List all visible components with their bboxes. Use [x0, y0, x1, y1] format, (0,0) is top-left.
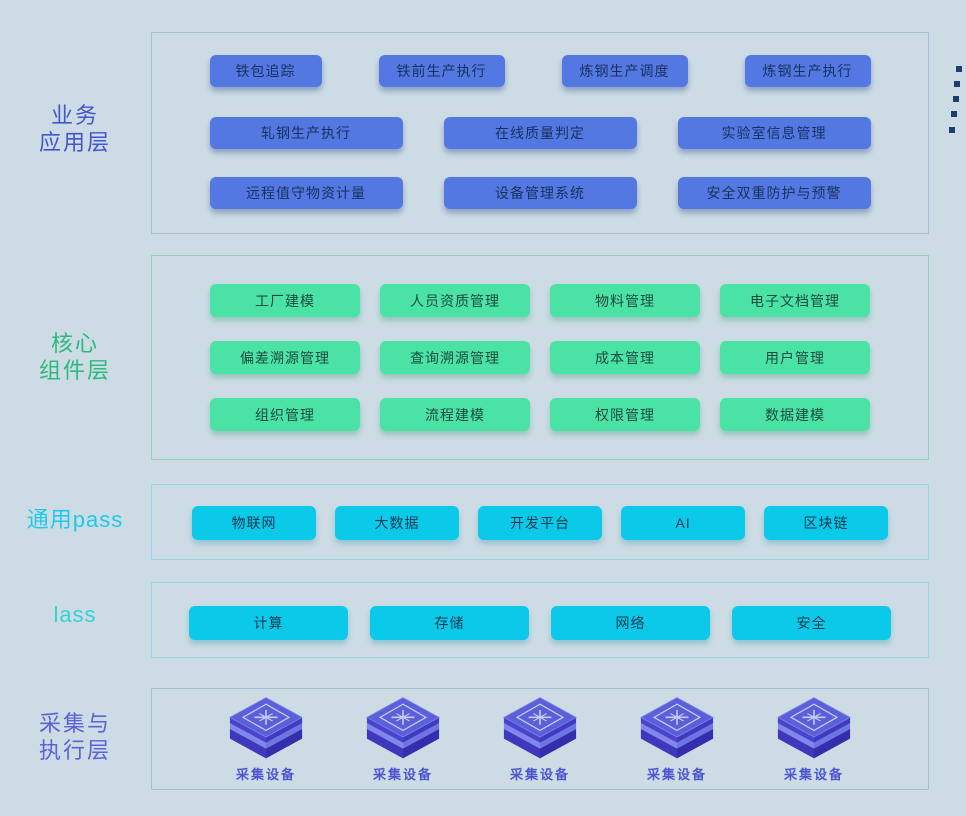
paas-service-button[interactable]: AI: [621, 506, 745, 540]
collect-layer-box: 采集设备 采集设备 采集设备 采集设备 采集设备: [151, 688, 929, 790]
core-component-button[interactable]: 权限管理: [550, 398, 700, 431]
core-component-button[interactable]: 查询溯源管理: [380, 341, 530, 374]
label-iaas-layer: lass: [0, 601, 150, 628]
label-business-layer: 业务 应用层: [0, 102, 150, 156]
business-row: 轧钢生产执行 在线质量判定 实验室信息管理: [152, 117, 928, 149]
paas-service-button[interactable]: 区块链: [764, 506, 888, 540]
label-line: 业务: [50, 103, 99, 128]
label-collect-layer: 采集与 执行层: [0, 710, 150, 764]
edge-dot: [949, 127, 955, 133]
business-app-button[interactable]: 炼钢生产调度: [561, 55, 688, 87]
label-line: lass: [53, 602, 97, 627]
iaas-resource-button[interactable]: 存储: [370, 606, 529, 640]
edge-dot: [954, 81, 960, 87]
label-core-layer: 核心 组件层: [0, 330, 150, 384]
paas-service-button[interactable]: 物联网: [192, 506, 316, 540]
device-label: 采集设备: [372, 767, 433, 782]
label-line: 组件层: [38, 358, 111, 383]
core-component-button[interactable]: 物料管理: [550, 284, 700, 317]
business-app-button[interactable]: 实验室信息管理: [677, 117, 871, 149]
label-line: 执行层: [38, 738, 111, 763]
device-label: 采集设备: [509, 767, 570, 782]
business-app-button[interactable]: 设备管理系统: [443, 177, 637, 209]
core-component-button[interactable]: 偏差溯源管理: [210, 341, 360, 374]
devices-row: 采集设备 采集设备 采集设备 采集设备 采集设备: [152, 696, 928, 783]
label-line: 通用pass: [26, 507, 124, 532]
paas-service-button[interactable]: 开发平台: [478, 506, 602, 540]
core-component-button[interactable]: 流程建模: [380, 398, 530, 431]
device-label: 采集设备: [783, 767, 844, 782]
collect-device: 采集设备: [500, 696, 580, 783]
business-app-button[interactable]: 炼钢生产执行: [744, 55, 871, 87]
core-layer-box: 工厂建模 人员资质管理 物料管理 电子文档管理 偏差溯源管理 查询溯源管理 成本…: [151, 255, 929, 460]
business-app-button[interactable]: 铁包追踪: [209, 55, 322, 87]
business-app-button[interactable]: 铁前生产执行: [378, 55, 505, 87]
device-label: 采集设备: [235, 767, 296, 782]
collect-device: 采集设备: [637, 696, 717, 783]
paas-layer-box: 物联网 大数据 开发平台 AI 区块链: [151, 484, 929, 560]
iaas-layer-box: 计算 存储 网络 安全: [151, 582, 929, 658]
device-cube-icon: [229, 696, 303, 760]
core-component-button[interactable]: 人员资质管理: [380, 284, 530, 317]
business-app-button[interactable]: 轧钢生产执行: [209, 117, 403, 149]
core-row: 偏差溯源管理 查询溯源管理 成本管理 用户管理: [152, 341, 928, 374]
business-row: 铁包追踪 铁前生产执行 炼钢生产调度 炼钢生产执行: [152, 55, 928, 87]
core-row: 工厂建模 人员资质管理 物料管理 电子文档管理: [152, 284, 928, 317]
core-component-button[interactable]: 组织管理: [210, 398, 360, 431]
iaas-resource-button[interactable]: 安全: [732, 606, 891, 640]
device-cube-icon: [777, 696, 851, 760]
core-component-button[interactable]: 用户管理: [720, 341, 870, 374]
label-line: 应用层: [38, 130, 111, 155]
paas-service-button[interactable]: 大数据: [335, 506, 459, 540]
device-cube-icon: [503, 696, 577, 760]
label-line: 核心: [50, 331, 99, 356]
collect-device: 采集设备: [363, 696, 443, 783]
label-line: 采集与: [38, 711, 111, 736]
paas-row: 物联网 大数据 开发平台 AI 区块链: [152, 506, 928, 540]
label-paas-layer: 通用pass: [0, 506, 150, 533]
core-row: 组织管理 流程建模 权限管理 数据建模: [152, 398, 928, 431]
device-cube-icon: [640, 696, 714, 760]
core-component-button[interactable]: 工厂建模: [210, 284, 360, 317]
core-component-button[interactable]: 数据建模: [720, 398, 870, 431]
business-app-button[interactable]: 远程值守物资计量: [209, 177, 403, 209]
iaas-resource-button[interactable]: 计算: [189, 606, 348, 640]
business-layer-box: 铁包追踪 铁前生产执行 炼钢生产调度 炼钢生产执行 轧钢生产执行 在线质量判定 …: [151, 32, 929, 234]
business-row: 远程值守物资计量 设备管理系统 安全双重防护与预警: [152, 177, 928, 209]
edge-dot: [953, 96, 959, 102]
collect-device: 采集设备: [774, 696, 854, 783]
core-component-button[interactable]: 电子文档管理: [720, 284, 870, 317]
device-cube-icon: [366, 696, 440, 760]
business-app-button[interactable]: 安全双重防护与预警: [677, 177, 871, 209]
edge-dot: [951, 111, 957, 117]
collect-device: 采集设备: [226, 696, 306, 783]
business-app-button[interactable]: 在线质量判定: [443, 117, 637, 149]
iaas-resource-button[interactable]: 网络: [551, 606, 710, 640]
iaas-row: 计算 存储 网络 安全: [152, 606, 928, 640]
core-component-button[interactable]: 成本管理: [550, 341, 700, 374]
edge-dot: [956, 66, 962, 72]
device-label: 采集设备: [646, 767, 707, 782]
